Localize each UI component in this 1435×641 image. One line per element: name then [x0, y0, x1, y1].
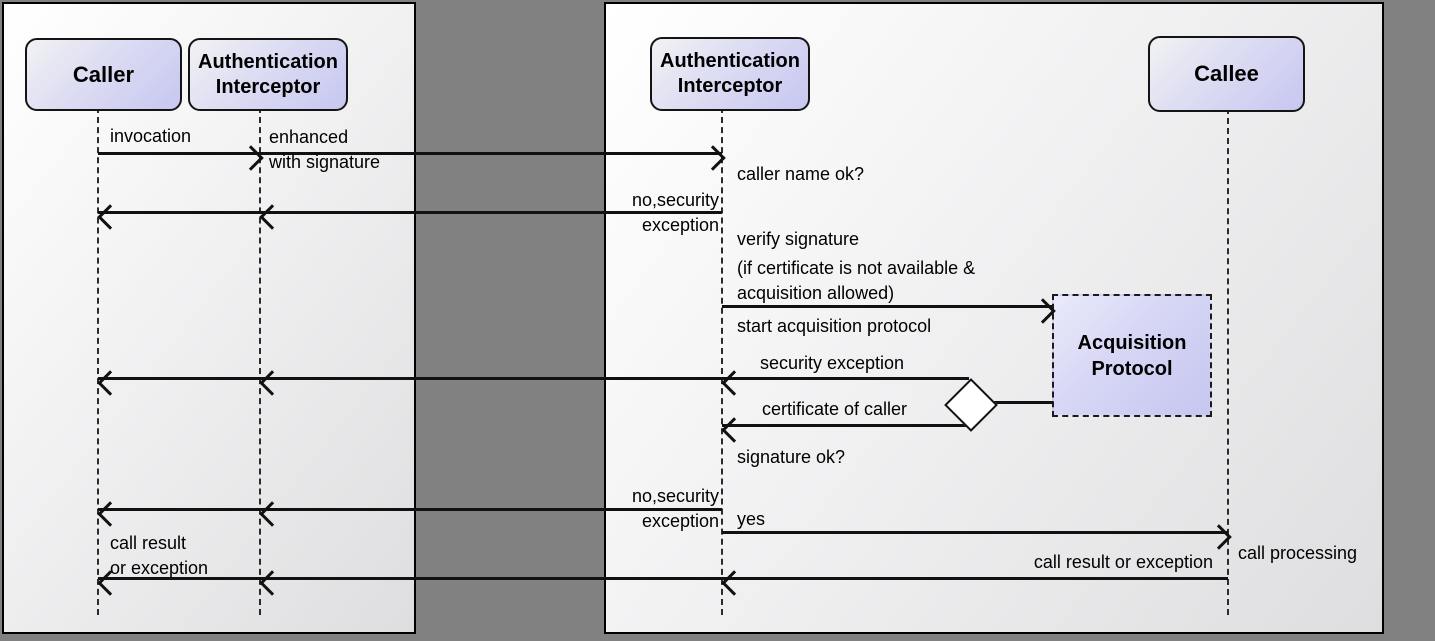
- label-line: exception: [641, 215, 719, 235]
- lifeline-interceptor-right: [721, 107, 723, 615]
- label-enhanced-with-signature: enhanced with signature: [269, 125, 380, 175]
- label-line: acquisition allowed): [737, 283, 895, 303]
- arrow-certificate-of-caller: [721, 417, 969, 443]
- label-line: (if certificate is not available &: [737, 258, 976, 278]
- label-security-exception: security exception: [760, 353, 905, 373]
- arrow-call-result: [97, 570, 1228, 596]
- label-call-result-left: call result or exception: [110, 531, 208, 581]
- label-start-acquisition: start acquisition protocol: [737, 316, 932, 336]
- label-line: with signature: [269, 152, 381, 172]
- actor-box-interceptor-left: Authentication Interceptor: [188, 38, 348, 111]
- actor-label-interceptor-right: Authentication Interceptor: [660, 50, 800, 97]
- arrow-security-exception: [97, 370, 969, 396]
- label-invocation: invocation: [110, 126, 192, 146]
- label-line: call result: [110, 533, 187, 553]
- label-line: or exception: [110, 558, 209, 578]
- label-caller-name-ok: caller name ok?: [737, 164, 865, 184]
- label-call-processing: call processing: [1238, 543, 1358, 563]
- arrow-no-security-exception-bottom: [97, 501, 722, 527]
- label-yes: yes: [737, 509, 766, 529]
- label-if-certificate-note: (if certificate is not available & acqui…: [737, 256, 975, 306]
- actor-box-interceptor-right: Authentication Interceptor: [650, 37, 810, 111]
- label-signature-ok: signature ok?: [737, 447, 846, 467]
- arrow-invocation-enhanced: [98, 145, 726, 171]
- actor-box-caller: Caller: [25, 38, 182, 111]
- actor-label-callee: Callee: [1194, 61, 1259, 86]
- label-verify-signature: verify signature: [737, 229, 860, 249]
- label-no-security-exception-bottom: no,security exception: [594, 484, 719, 534]
- actor-label-interceptor-left: Authentication Interceptor: [198, 50, 338, 98]
- actor-box-callee: Callee: [1148, 36, 1305, 112]
- arrow-no-security-exception-top: [97, 204, 722, 230]
- label-certificate-of-caller: certificate of caller: [762, 399, 908, 419]
- label-line: no,security: [631, 190, 719, 210]
- label-line: exception: [641, 511, 719, 531]
- diamond-connector-line: [991, 401, 1053, 404]
- arrow-start-acquisition: [722, 298, 1056, 324]
- label-no-security-exception-top: no,security exception: [594, 188, 719, 238]
- label-call-result-right: call result or exception: [1033, 552, 1213, 572]
- label-line: no,security: [631, 486, 719, 506]
- lifeline-caller: [97, 107, 99, 615]
- actor-box-acquisition-protocol: Acquisition Protocol: [1052, 294, 1212, 417]
- label-line: enhanced: [269, 127, 349, 147]
- actor-label-caller: Caller: [72, 61, 135, 87]
- lifeline-interceptor-left: [259, 107, 261, 615]
- lifeline-callee: [1227, 108, 1229, 615]
- actor-label-acquisition-protocol: Acquisition Protocol: [1077, 331, 1187, 380]
- arrow-yes: [722, 524, 1232, 550]
